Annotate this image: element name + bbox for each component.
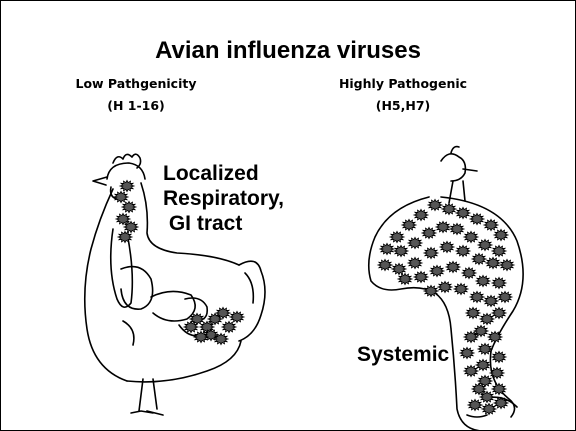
virus-particle-icon [456, 245, 470, 256]
virus-particle-icon [446, 261, 460, 272]
virus-particle-icon [438, 281, 452, 292]
localized-line-1: Localized [163, 161, 284, 186]
virus-particle-icon [486, 257, 500, 268]
virus-particle-icon [490, 367, 504, 378]
virus-particle-icon [414, 271, 428, 282]
virus-particle-icon [114, 191, 128, 202]
virus-particle-icon [392, 263, 406, 274]
localized-line-2: Respiratory, [163, 186, 284, 211]
localized-infection-label: Localized Respiratory, GI tract [163, 161, 284, 236]
virus-particle-icon [378, 259, 392, 270]
virus-particle-icon [454, 283, 468, 294]
virus-particle-icon [398, 273, 412, 284]
virus-particle-icon [472, 253, 486, 264]
virus-particle-icon [480, 313, 494, 324]
virus-particle-icon [440, 241, 454, 252]
virus-particle-icon [442, 203, 456, 214]
virus-particle-icon [470, 213, 484, 224]
virus-particle-icon [402, 219, 416, 230]
virus-particle-icon [468, 399, 482, 410]
virus-particle-icon [492, 245, 506, 256]
virus-particle-icon [436, 221, 450, 232]
virus-particle-icon [492, 383, 506, 394]
slide-title: Avian influenza viruses [1, 37, 575, 65]
virus-particle-icon [222, 321, 236, 332]
low-pathogenicity-label: Low Pathgenicity [61, 73, 211, 95]
virus-particle-icon [464, 231, 478, 242]
virus-particle-icon [462, 267, 476, 278]
virus-particle-icon [414, 209, 428, 220]
virus-particle-icon [464, 365, 478, 376]
virus-particle-icon [422, 227, 436, 238]
virus-particle-icon [380, 243, 394, 254]
virus-particle-icon [484, 219, 498, 230]
virus-particle-icon [430, 265, 444, 276]
virus-particle-icon [122, 201, 136, 212]
virus-particle-icon [476, 359, 490, 370]
virus-particle-icon [492, 277, 506, 288]
virus-particle-icon [498, 291, 512, 302]
localized-line-3: GI tract [163, 211, 284, 236]
virus-particle-icon [230, 311, 244, 322]
virus-particle-icon [450, 223, 464, 234]
virus-particle-icon [492, 307, 506, 318]
virus-particle-icon [476, 275, 490, 286]
virus-particle-icon [408, 237, 422, 248]
high-pathogenicity-heading: Highly Pathogenic (H5,H7) [323, 73, 483, 117]
virus-particle-icon [484, 295, 498, 306]
low-pathogenicity-heading: Low Pathgenicity (H 1-16) [61, 73, 211, 117]
virus-particle-icon [500, 259, 514, 270]
virus-particle-icon [424, 285, 438, 296]
virus-particle-icon [460, 347, 474, 358]
virus-particle-icon [390, 231, 404, 242]
virus-particle-icon [478, 239, 492, 250]
virus-particle-icon [470, 291, 484, 302]
virus-particle-icon [120, 180, 134, 191]
virus-particle-icon [492, 351, 506, 362]
virus-particle-icon [494, 229, 508, 240]
virus-particle-icon [482, 403, 496, 414]
virus-particle-icon [408, 257, 422, 268]
virus-particle-icon [478, 343, 492, 354]
systemic-infection-label: Systemic [357, 342, 449, 367]
low-pathogenicity-subtypes: (H 1-16) [61, 95, 211, 117]
high-pathogenicity-subtypes: (H5,H7) [323, 95, 483, 117]
virus-particle-icon [428, 199, 442, 210]
virus-particle-icon [456, 207, 470, 218]
virus-particle-icon [118, 231, 132, 242]
virus-particle-icon [424, 247, 438, 258]
high-pathogenicity-label: Highly Pathogenic [323, 73, 483, 95]
virus-particle-icon [466, 307, 480, 318]
virus-particle-icon [394, 245, 408, 256]
